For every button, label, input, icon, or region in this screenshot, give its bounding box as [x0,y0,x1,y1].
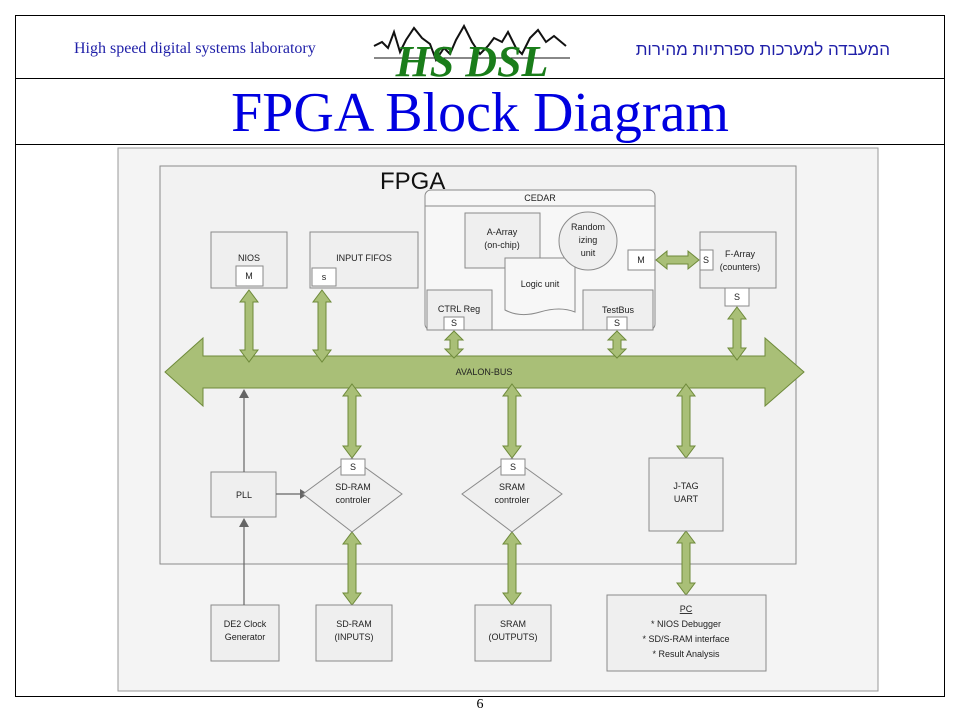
cedar-master-port-label: M [637,255,645,265]
sram-controller-sublabel: controler [494,495,529,505]
sdram-controller-label: SD-RAM [335,482,371,492]
cedar-f-array-arrow [655,249,700,271]
page-title: FPGA Block Diagram [231,82,729,144]
jtag-sublabel: UART [674,494,699,504]
f-array-label: F-Array [725,249,755,259]
ctrl-reg-label: CTRL Reg [438,304,480,314]
input-fifos-bus-arrow [312,289,332,363]
sdram-controller-port [340,458,366,476]
sram-label: SRAM [500,619,526,629]
a-array-sublabel: (on-chip) [484,240,520,250]
input-fifos-port [311,267,337,287]
ctrl-reg-port [443,316,465,331]
pc-item-1: * NIOS Debugger [651,619,721,629]
input-fifos-port-label: s [322,272,327,282]
nios-bus-arrow [239,289,259,363]
jtag-label: J-TAG [673,481,698,491]
pll-to-bus-arrowhead [239,389,249,398]
randomizing-label-1: Random [571,222,605,232]
randomizing-label-3: unit [581,248,596,258]
sram-controller-block [461,457,563,533]
avalon-bus-label: AVALON-BUS [456,367,513,377]
pc-title: PC [680,604,693,614]
lab-name-english: High speed digital systems laboratory [74,40,316,57]
diagram-frame [15,144,945,697]
sram-block [474,604,552,662]
nios-label: NIOS [238,253,260,263]
pll-block [210,471,277,518]
randomizing-label-2: izing [579,235,598,245]
cedar-master-port [627,249,656,271]
de2-clock-label: DE2 Clock [224,619,267,629]
logo-signal-wave [373,23,567,63]
sdram-controller-port-label: S [350,462,356,472]
pc-block [606,594,767,672]
f-array-port-left [699,249,714,271]
pc-item-3: * Result Analysis [652,649,720,659]
de2-clock-block [210,604,280,662]
sram-controller-port-label: S [510,462,516,472]
logic-unit-label: Logic unit [521,279,560,289]
pll-label: PLL [236,490,252,500]
f-array-port-left-label: S [703,255,709,265]
lab-name-hebrew: המעבדה למערכות ספרתיות מהירות [635,40,890,59]
nios-master-port [235,265,264,287]
sdram-block [315,604,393,662]
sram-sublabel: (OUTPUTS) [489,632,538,642]
de2-to-pll-arrowhead [239,518,249,527]
nios-master-port-label: M [245,271,253,281]
sram-controller-label: SRAM [499,482,525,492]
header-frame [15,15,945,79]
sdram-controller-block [302,457,403,533]
logic-unit-block [504,257,576,316]
page-number: 6 [476,697,484,712]
f-array-port-bottom-label: S [734,292,740,302]
f-array-sublabel: (counters) [720,262,761,272]
f-array-port-bottom [724,287,750,307]
title-frame [15,78,945,145]
sdram-label: SD-RAM [336,619,372,629]
randomizing-unit-block [558,211,618,271]
a-array-label: A-Array [487,227,518,237]
cedar-label: CEDAR [524,193,556,203]
testbus-bus-arrow [606,330,628,359]
ctrl-reg-bus-arrow [443,330,465,359]
ctrl-reg-port-label: S [451,318,457,328]
sdram-sublabel: (INPUTS) [335,632,374,642]
jtag-uart-block [648,457,724,532]
f-array-bus-arrow [727,306,747,361]
input-fifos-label: INPUT FIFOS [336,253,392,263]
sdram-controller-sublabel: controler [335,495,370,505]
testbus-port-label: S [614,318,620,328]
avalon-bus [164,336,805,408]
sram-controller-port [500,458,526,476]
testbus-port [606,316,628,331]
testbus-label: TestBus [602,305,635,315]
pc-item-2: * SD/S-RAM interface [642,634,729,644]
hsdsl-logo: HS DSL [373,23,570,78]
de2-clock-sublabel: Generator [225,632,266,642]
logo-text: HS DSL [395,37,549,78]
